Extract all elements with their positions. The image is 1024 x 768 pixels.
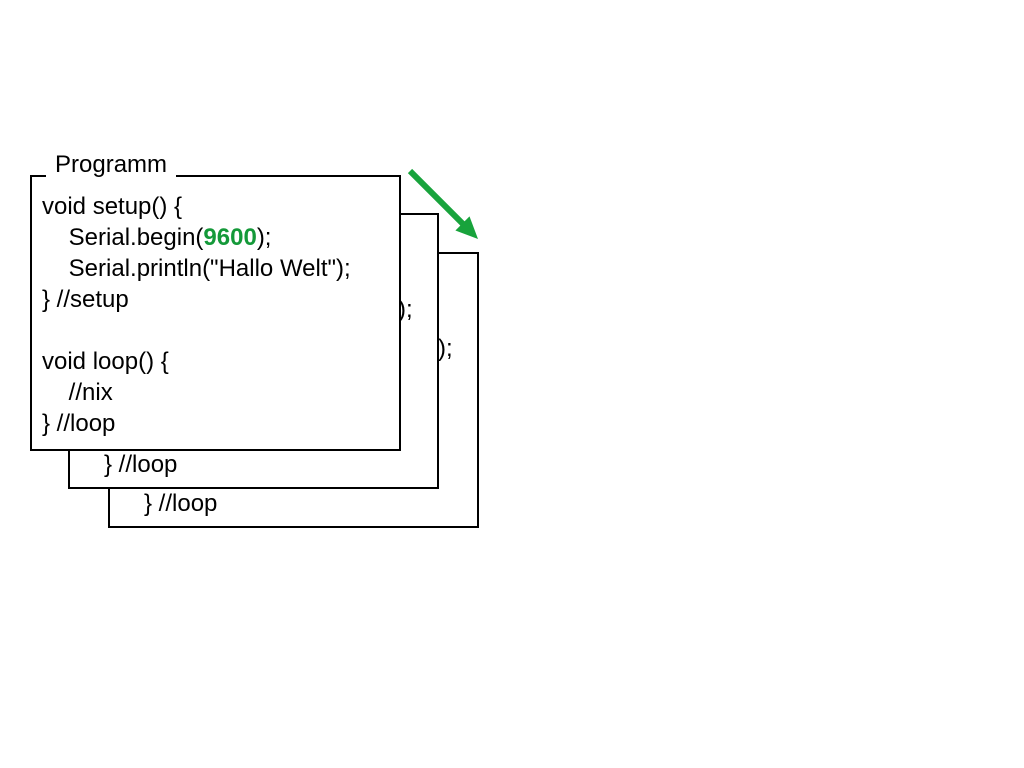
code-line: Serial.begin(9600);	[42, 222, 391, 253]
code-token: } //loop	[42, 410, 116, 437]
code-token: //nix	[42, 379, 113, 406]
code-token: void setup() {	[42, 193, 183, 220]
code-line: void loop() {	[42, 346, 391, 377]
code-line: } //loop	[104, 449, 429, 480]
code-line: //nix	[42, 377, 391, 408]
arrow-shaft	[407, 168, 467, 228]
code-token: } //loop	[144, 490, 218, 517]
program-box-front: void setup() { Serial.begin(9600); Seria…	[30, 175, 401, 451]
code-line	[42, 315, 391, 346]
code-token-highlight: 9600	[203, 224, 257, 251]
code-block-front: void setup() { Serial.begin(9600); Seria…	[32, 177, 399, 449]
code-token: } //setup	[42, 286, 129, 313]
code-token: );	[256, 224, 272, 251]
code-line: Serial.println("Hallo Welt");	[42, 253, 391, 284]
arrow-icon	[407, 168, 478, 239]
arrow-head	[455, 216, 478, 239]
code-line: } //setup	[42, 284, 391, 315]
code-token: } //loop	[104, 451, 178, 478]
code-line: } //loop	[144, 488, 469, 519]
program-label: Programm	[46, 151, 177, 178]
code-line: } //loop	[42, 408, 391, 439]
code-token: Serial.println("Hallo Welt");	[42, 255, 351, 282]
code-line: void setup() {	[42, 191, 391, 222]
code-token: void loop() {	[42, 348, 169, 375]
code-token: Serial.begin(	[42, 224, 204, 251]
